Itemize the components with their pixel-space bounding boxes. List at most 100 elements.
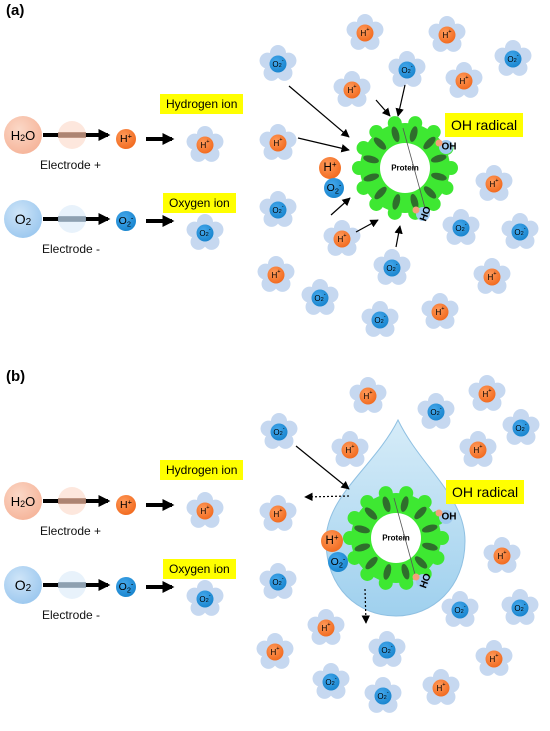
- ion-circle: [319, 157, 341, 179]
- ion-label: O2-: [386, 262, 397, 273]
- hydrogen-ion-cluster: H+: [473, 258, 511, 294]
- oxygen-ion: O2-: [116, 211, 136, 231]
- protein-unit: [373, 137, 387, 150]
- ion-label: H+: [363, 390, 372, 400]
- hydrogen-ion-cluster: H+: [259, 124, 297, 160]
- hydrogen-ion-cluster: H+: [475, 640, 513, 676]
- protein-unit: [363, 155, 379, 164]
- ion-label: H+: [360, 27, 369, 37]
- oh-circle: [439, 510, 453, 524]
- protein-unit: [382, 496, 391, 513]
- ion-label: H+: [482, 388, 491, 398]
- oxygen-ion: [269, 201, 287, 219]
- ion-label: O2-: [272, 58, 283, 69]
- hydrogen-ion: [455, 72, 473, 90]
- hydrogen-ion-label: Hydrogen ion: [160, 94, 244, 114]
- ion-label: H+: [321, 622, 330, 632]
- protein-unit: [401, 563, 410, 580]
- hydrogen-ion-cluster: H+: [307, 609, 345, 645]
- hydrogen-ion-cluster: H+: [483, 537, 521, 573]
- ion-label: O2-: [430, 406, 441, 417]
- dotted-arrow: [304, 492, 350, 502]
- hydrogen-ion-cluster: H+: [323, 220, 361, 256]
- ion-label: O2-: [374, 314, 385, 325]
- hydrogen-ion: [438, 26, 456, 44]
- electrode-minus-label: Electrode -: [42, 242, 101, 256]
- ion-label: O2-: [454, 604, 465, 615]
- electrode-plus-bubble: [58, 487, 86, 515]
- oxygen-ion: O2-: [116, 577, 136, 597]
- ion-label: O2-: [401, 64, 412, 75]
- oxygen-ion: [322, 673, 340, 691]
- oh-radical-label: OH radical: [445, 113, 524, 137]
- ion-label: H+: [489, 178, 498, 188]
- ion-label: H+: [120, 131, 132, 145]
- oxygen-ion-cluster: O2-: [260, 413, 298, 449]
- electrode-minus-label: Electrode -: [42, 608, 101, 622]
- ion-label: H+: [497, 550, 506, 560]
- oh-circle: [439, 140, 453, 154]
- hydrogen-ion: [483, 268, 501, 286]
- oxygen-ion: [196, 590, 214, 608]
- water-label: H2O: [11, 494, 36, 510]
- protein-unit: [391, 126, 400, 143]
- hydrogen-ion: [269, 134, 287, 152]
- hydrogen-ion-cluster: H+: [186, 492, 224, 528]
- hydrogen-ion-cluster: H+: [257, 256, 295, 292]
- ion-label: O2-: [381, 644, 392, 655]
- protein-unit: [392, 194, 401, 210]
- oh-radical: OH: [435, 139, 457, 154]
- hydrogen-ion-cluster: H+: [468, 375, 506, 411]
- hydrogen-ion: [196, 136, 214, 154]
- oxygen-ion: [378, 641, 396, 659]
- oh-dot: [412, 573, 420, 581]
- oh-text: HO: [418, 572, 434, 590]
- electrode-minus-bubble: [58, 205, 86, 233]
- protein-unit: [364, 507, 378, 520]
- arrow: [295, 445, 350, 490]
- ion-label: O2-: [455, 222, 466, 233]
- ion-label: H+: [347, 84, 356, 94]
- ion-circle: [116, 211, 136, 231]
- electrode-minus-bar: [58, 216, 86, 222]
- ion-label: O2-: [331, 554, 346, 569]
- oxygen-ion: [269, 55, 287, 73]
- oh-circle: [416, 207, 430, 221]
- hydrogen-ion-cluster: H+: [422, 669, 460, 705]
- electrode-plus-label: Electrode +: [40, 524, 102, 538]
- hydrogen-ion: [493, 547, 511, 565]
- arrow: [394, 225, 403, 248]
- oh-radical: HO: [412, 205, 434, 223]
- ion-label: H+: [473, 444, 482, 454]
- oxygen-ion: [371, 311, 389, 329]
- hydrogen-ion-cluster: H+: [346, 14, 384, 50]
- oxygen-ion: [196, 224, 214, 242]
- hydrogen-ion: H+: [116, 129, 136, 149]
- hydrogen-ion-cluster: H+: [259, 495, 297, 531]
- oxygen-ion: [383, 259, 401, 277]
- ion-label: H+: [459, 75, 468, 85]
- protein-unit: [410, 193, 419, 210]
- hydrogen-ion: [341, 441, 359, 459]
- oxygen-ion-cluster: O2-: [441, 591, 479, 627]
- oxygen-ion: [451, 601, 469, 619]
- ion-label: O2-: [199, 227, 210, 238]
- oxygen-ion: [270, 423, 288, 441]
- panel-label-b: (b): [6, 368, 26, 385]
- ion-label: H+: [489, 653, 498, 663]
- protein-unit: [422, 542, 438, 551]
- ion-label: O2-: [119, 213, 134, 228]
- hydrogen-ion: [343, 81, 361, 99]
- hydrogen-ion-label: Hydrogen ion: [160, 460, 244, 480]
- ion-label: O2-: [507, 53, 518, 64]
- oh-radical: HO: [412, 572, 434, 590]
- protein-label: Protein: [382, 534, 410, 543]
- oxygen-ion-cluster: O2-: [186, 580, 224, 616]
- oh-dot: [412, 206, 420, 214]
- hydrogen-ion-cluster: H+: [428, 16, 466, 52]
- electrode-minus-bubble: [58, 571, 86, 599]
- electrode-plus-bar: [58, 498, 86, 504]
- protein-unit: [365, 556, 378, 570]
